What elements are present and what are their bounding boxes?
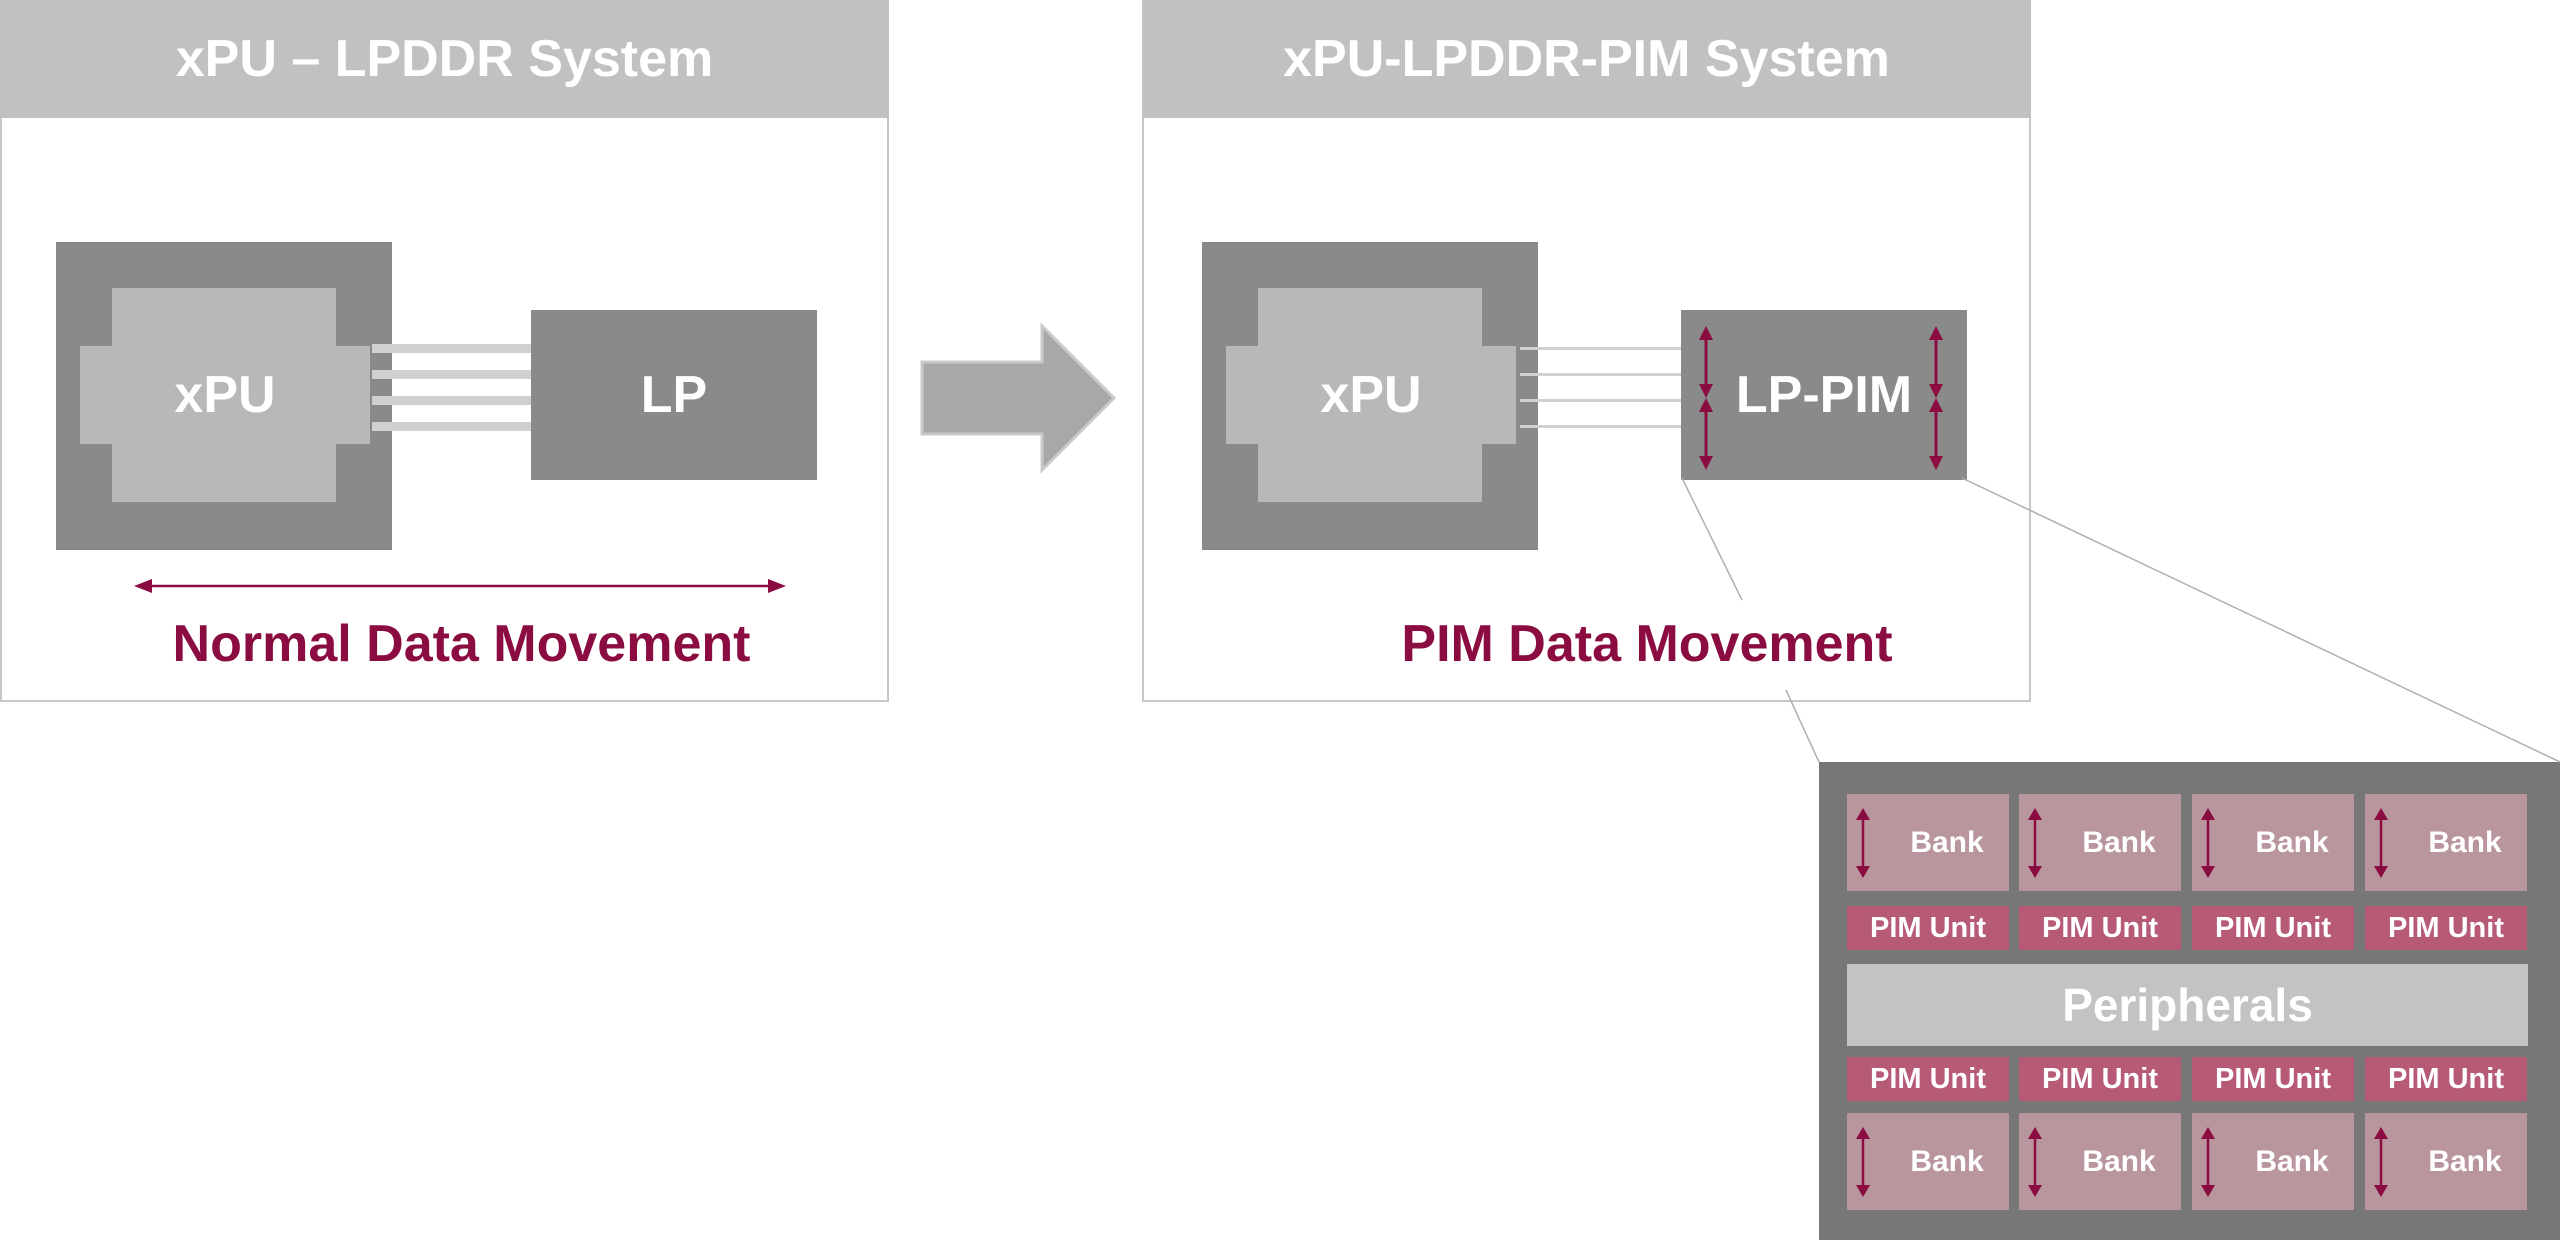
bank-label: Bank xyxy=(2082,825,2156,859)
xpu-die-wing xyxy=(1226,346,1516,444)
bank: Bank xyxy=(2019,1113,2181,1210)
lpddr-memory: LP xyxy=(531,310,817,480)
bidirectional-arrow-icon xyxy=(2201,1127,2215,1197)
bidirectional-arrow-icon xyxy=(2201,808,2215,878)
data-bus-line xyxy=(1520,425,1684,428)
pim-unit: PIM Unit xyxy=(2365,1057,2527,1101)
bank: Bank xyxy=(2365,1113,2527,1210)
bank: Bank xyxy=(1847,1113,2009,1210)
bidirectional-arrow-icon xyxy=(2374,808,2388,878)
bank-label: Bank xyxy=(2255,1144,2329,1178)
data-bus-line xyxy=(372,370,540,379)
peripherals-block: Peripherals xyxy=(1847,964,2528,1046)
pim-unit: PIM Unit xyxy=(1847,906,2009,950)
xpu-lpddr-system-panel: xPU – LPDDR System xPU LP Normal Data Mo… xyxy=(0,0,889,702)
bank-label: Bank xyxy=(1910,1144,1984,1178)
bank: Bank xyxy=(2192,1113,2354,1210)
data-bus-line xyxy=(1520,399,1684,402)
xpu-lpddr-pim-system-panel: xPU-LPDDR-PIM System xPU LP-PIM PIM Data… xyxy=(1142,0,2031,702)
xpu-label: xPU xyxy=(174,366,276,424)
data-bus-line xyxy=(1520,373,1684,376)
bidirectional-arrow-icon xyxy=(2028,808,2042,878)
lp-pim-internal-detail: Bank Bank Bank Bank xyxy=(1819,762,2560,1240)
data-bus-line xyxy=(1520,347,1684,350)
transition-arrow-icon xyxy=(920,322,1117,474)
bank: Bank xyxy=(2365,794,2527,891)
pim-unit: PIM Unit xyxy=(2019,906,2181,950)
panel-title: xPU – LPDDR System xyxy=(0,0,889,118)
xpu-die-wing xyxy=(80,346,370,444)
bank-label: Bank xyxy=(2428,825,2502,859)
bank: Bank xyxy=(2019,794,2181,891)
pim-unit: PIM Unit xyxy=(2192,906,2354,950)
bidirectional-arrow-icon xyxy=(1856,808,1870,878)
pim-unit: PIM Unit xyxy=(1847,1057,2009,1101)
bank: Bank xyxy=(1847,794,2009,891)
bank-label: Bank xyxy=(1910,825,1984,859)
panel-title: xPU-LPDDR-PIM System xyxy=(1142,0,2031,118)
bidirectional-arrow-icon xyxy=(2028,1127,2042,1197)
pim-unit: PIM Unit xyxy=(2019,1057,2181,1101)
bank-label: Bank xyxy=(2255,825,2329,859)
lp-pim-memory: LP-PIM xyxy=(1681,310,1967,480)
bank-label: Bank xyxy=(2082,1144,2156,1178)
pim-unit: PIM Unit xyxy=(2192,1057,2354,1101)
data-bus-line xyxy=(372,422,540,431)
bidirectional-arrow-icon xyxy=(1856,1127,1870,1197)
bidirectional-arrow-icon xyxy=(2374,1127,2388,1197)
xpu-label: xPU xyxy=(1320,366,1422,424)
normal-data-movement-caption: Normal Data Movement xyxy=(172,615,751,673)
data-bus-line xyxy=(372,396,540,405)
pim-data-movement-caption: PIM Data Movement xyxy=(1401,615,1893,673)
data-bus-line xyxy=(372,344,540,353)
pim-unit: PIM Unit xyxy=(2365,906,2527,950)
bank: Bank xyxy=(2192,794,2354,891)
bank-label: Bank xyxy=(2428,1144,2502,1178)
